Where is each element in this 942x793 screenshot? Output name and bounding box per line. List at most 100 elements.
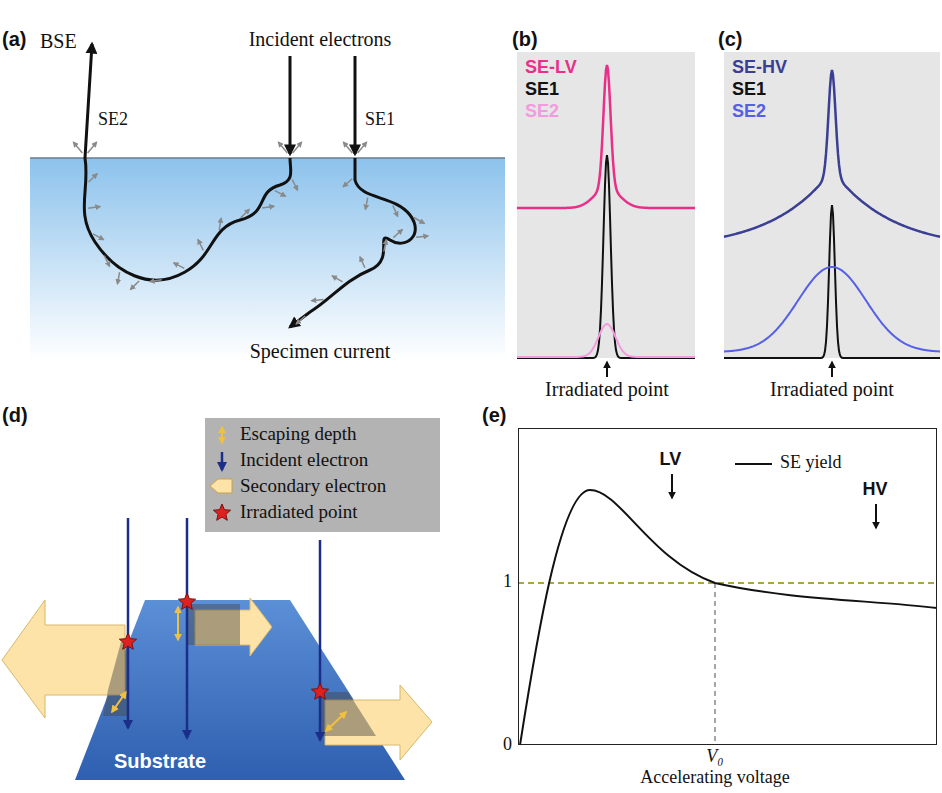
svg-line (354, 56, 357, 154)
yield-plot-art (518, 464, 937, 745)
secondary-electron-arrow (296, 316, 305, 324)
node-text: HV (863, 480, 888, 500)
svg-line (30, 157, 505, 159)
secondary-electron-arrow (275, 191, 286, 197)
profile-panel: SE-LVSE1SE2 (517, 52, 695, 358)
tick-label: V₀ (706, 747, 723, 767)
plot-frame: LV HV (518, 428, 937, 745)
svg-path (84, 44, 291, 280)
svg-path (724, 205, 940, 358)
svg-path (517, 155, 695, 358)
secondary-electron-arrow (393, 230, 402, 238)
signal-label: SE2 (98, 110, 128, 130)
substrate-shape: Substrate (75, 600, 405, 780)
node-text: SE-HV (732, 58, 787, 78)
secondary-electron-arrow (332, 276, 342, 282)
svg-line (112, 692, 126, 712)
svg-path (517, 65, 695, 208)
secondary-electron-arrow (416, 236, 428, 237)
legend-box (205, 418, 440, 532)
svg-line (671, 474, 673, 498)
legend-text: Secondary electron (240, 476, 386, 497)
secondary-electron-arrow (131, 281, 140, 289)
svg-polygon (178, 593, 195, 609)
svg-line (177, 607, 179, 640)
axis-label: Irradiated point (770, 378, 894, 400)
secondary-electron-arrow (198, 240, 203, 251)
svg-line (221, 452, 224, 470)
secondary-electron-arrow (262, 206, 274, 208)
svg-polygon (213, 504, 230, 520)
svg-line (735, 463, 772, 465)
svg-line (319, 540, 322, 740)
panel-a-art (30, 44, 505, 360)
legend-text: Irradiated point (240, 502, 358, 523)
svg-path (724, 267, 940, 351)
panel-label: (b) (512, 28, 538, 50)
tick-label: 0 (503, 735, 512, 755)
svg-line (289, 56, 292, 154)
svg-path (520, 490, 937, 745)
signal-label: Specimen current (250, 340, 391, 362)
svg-path (517, 324, 695, 357)
secondary-electron-arrow (118, 272, 120, 284)
secondary-electron-arrow (293, 142, 302, 153)
secondary-electron-arrow (365, 198, 367, 210)
svg-line (127, 518, 130, 728)
secondary-electron-arrow (89, 174, 98, 182)
profile-panel: SE-HVSE1SE2 (724, 52, 940, 358)
svg-polygon (210, 479, 232, 493)
svg-polygon (187, 604, 240, 645)
secondary-electron-arrow (241, 209, 250, 218)
svg-polygon (320, 692, 376, 736)
secondary-electron-arrow (358, 142, 367, 153)
secondary-electron-arrow (343, 179, 352, 187)
panel-label: (a) (2, 28, 26, 50)
axis-title: Accelerating voltage (640, 768, 789, 788)
node-text: SE2 (525, 102, 559, 122)
secondary-electron-arrow (312, 300, 324, 301)
svg-line (326, 712, 346, 731)
svg-line (518, 582, 937, 584)
tick-label: 1 (503, 572, 512, 592)
beam-label: Incident electrons (249, 28, 392, 50)
svg-polygon (119, 633, 136, 649)
panel-label: (d) (2, 404, 28, 426)
secondary-electron-arrow (384, 240, 387, 252)
svg-line (875, 504, 877, 528)
legend-text: Incident electron (240, 450, 368, 471)
svg-path (290, 158, 415, 327)
svg-line (186, 518, 189, 738)
signal-label: BSE (40, 30, 77, 52)
panel-label: (e) (482, 404, 506, 426)
secondary-electron-arrow (104, 256, 109, 267)
pointer-arrow (831, 362, 833, 377)
secondary-electron-arrow (93, 234, 104, 240)
svg-polygon (103, 642, 128, 716)
legend-text: Escaping depth (240, 424, 357, 445)
svg-rect (205, 418, 440, 532)
node-text: LV (660, 450, 682, 470)
secondary-electron-arrow (73, 142, 82, 153)
pointer-arrow (606, 362, 608, 377)
svg-polygon (311, 683, 328, 699)
secondary-electron-arrow (292, 180, 298, 191)
node-text: SE-LV (525, 58, 577, 78)
secondary-electron-arrow (343, 142, 352, 153)
secondary-electron-arrow (393, 206, 398, 217)
axis-label: Irradiated point (545, 378, 669, 400)
secondary-electron-arrow (174, 263, 185, 269)
svg-rect (30, 158, 505, 360)
node-text: SE1 (732, 80, 766, 100)
secondary-electron-arrow (414, 218, 424, 224)
secondary-electron-arrow (150, 280, 162, 282)
signal-label: SE1 (365, 110, 395, 130)
legend-text: SE yield (780, 453, 842, 473)
secondary-electron-arrow (360, 257, 365, 268)
secondary-electron-arrow (278, 142, 287, 153)
svg-line (714, 583, 716, 745)
svg-g (73, 142, 428, 324)
secondary-electron-arrow (219, 218, 221, 230)
panel-label: (c) (718, 28, 742, 50)
node-text: SE1 (525, 80, 559, 100)
